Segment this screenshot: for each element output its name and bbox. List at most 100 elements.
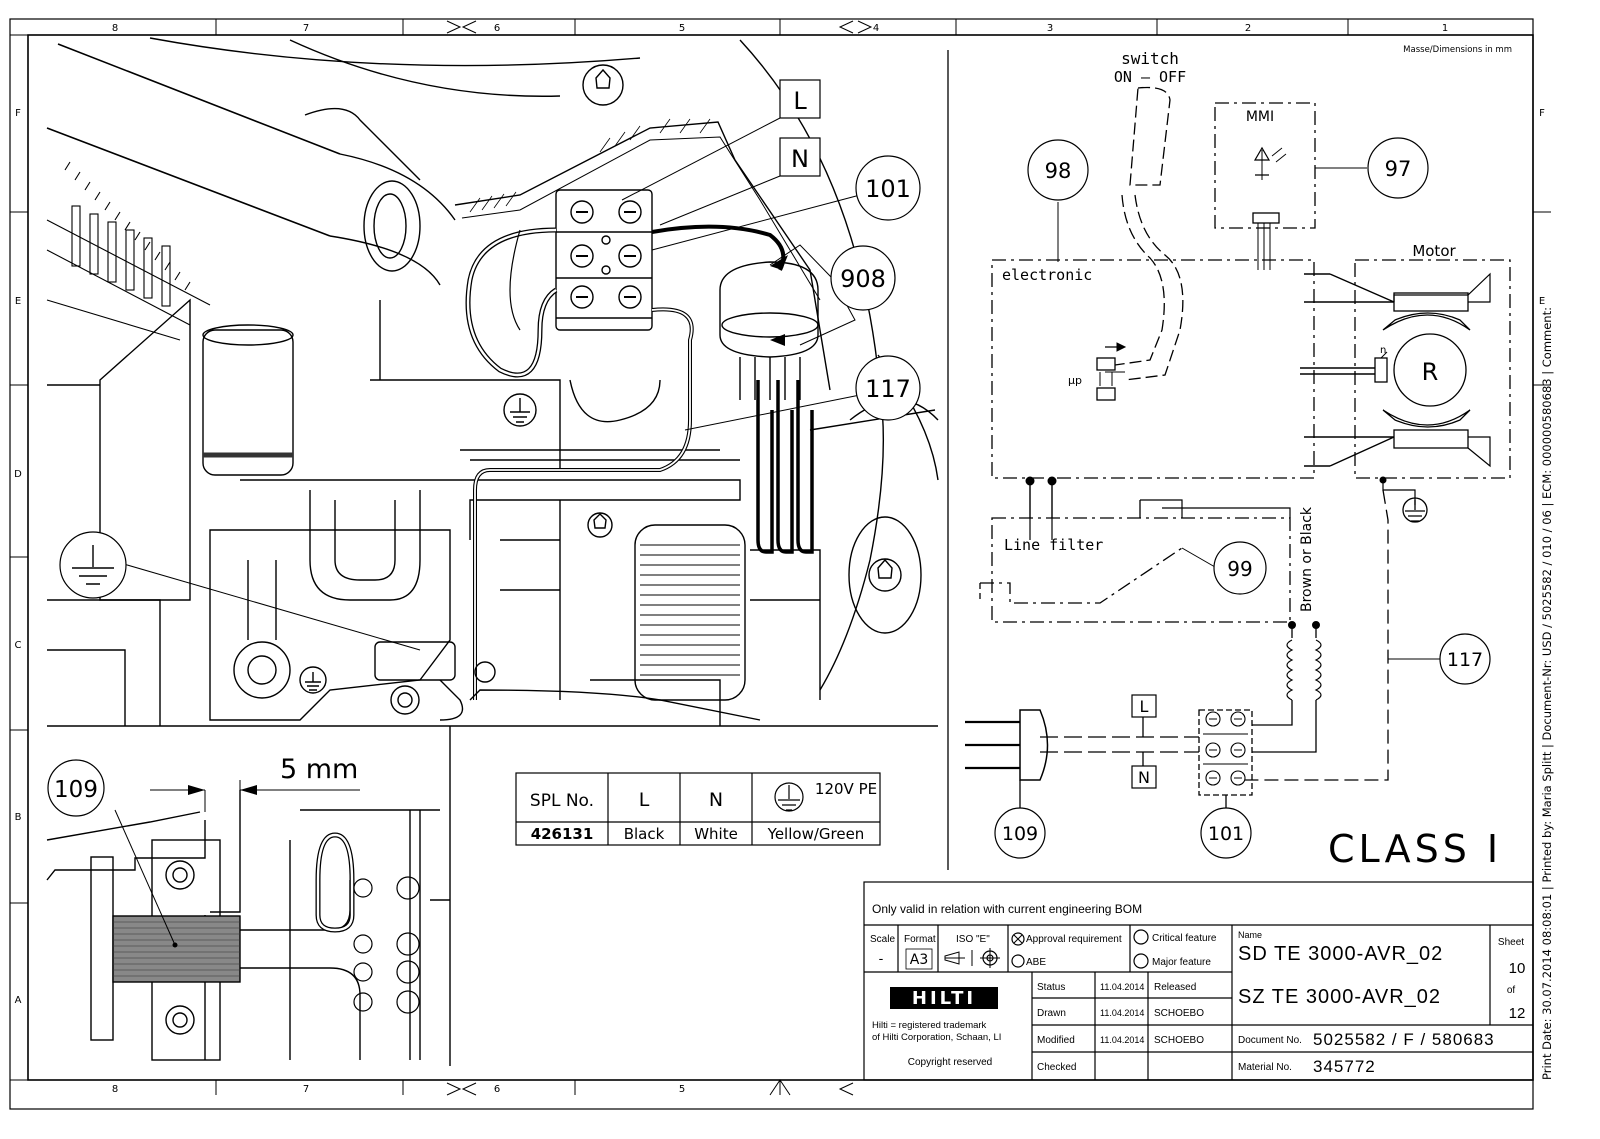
switch-on-off-label: ON – OFF — [1114, 68, 1186, 86]
microprocessor-label: µp — [1068, 374, 1082, 387]
trademark-line-1: Hilti = registered trademark — [872, 1020, 987, 1031]
motor-rotor-label: R — [1422, 358, 1439, 386]
class-label: CLASS I — [1328, 827, 1502, 871]
row-status-label: Status — [1037, 982, 1065, 993]
scale-value: - — [879, 952, 884, 967]
sheet-of-label: of — [1507, 985, 1516, 996]
schematic-labels: switch ON – OFF MMI 98 97 electronic Mot… — [994, 49, 1502, 871]
name-label: Name — [1238, 930, 1262, 940]
spl-table: SPL No. L N 120V PE 426131 Black White Y… — [515, 772, 881, 846]
critical-label: Critical feature — [1152, 933, 1217, 944]
brown-black-label: Brown or Black — [1299, 506, 1315, 612]
svg-text:1: 1 — [1442, 23, 1448, 34]
schematic — [947, 50, 1511, 870]
material-no-value: 345772 — [1313, 1057, 1376, 1076]
callout-97: 97 — [1385, 157, 1412, 181]
motor-label: Motor — [1412, 242, 1456, 260]
svg-text:7: 7 — [303, 1084, 309, 1095]
svg-text:5: 5 — [679, 23, 685, 34]
row-status-value: Released — [1154, 982, 1196, 993]
row-modified-value: SCHOEBO — [1154, 1035, 1204, 1046]
spl-cell-PE: Yellow/Green — [767, 825, 865, 843]
row-modified-date: 11.04.2014 — [1100, 1035, 1144, 1045]
copyright: Copyright reserved — [908, 1057, 992, 1068]
svg-text:C: C — [15, 640, 22, 651]
svg-text:F: F — [1539, 108, 1545, 119]
schematic-N-label: N — [1138, 768, 1150, 787]
svg-text:4: 4 — [873, 23, 879, 34]
spl-header-no: SPL No. — [530, 791, 594, 811]
spl-cell-L: Black — [624, 825, 665, 843]
motor-speed-label: n — [1380, 345, 1386, 356]
dimensions-note: Masse/Dimensions in mm — [1403, 45, 1512, 55]
callout-101-schematic: 101 — [1208, 823, 1244, 845]
row-drawn-date: 11.04.2014 — [1100, 1008, 1144, 1018]
svg-text:F: F — [15, 108, 21, 119]
abe-label: ABE — [1026, 957, 1046, 968]
spl-header-L: L — [639, 789, 650, 811]
zone-labels: 8 7 6 5 4 3 2 1 8 7 6 5 F E D C B A F E — [14, 23, 1545, 1095]
svg-text:8: 8 — [112, 1084, 118, 1095]
svg-text:B: B — [15, 812, 22, 823]
dimension-5mm: 5 mm — [280, 754, 358, 785]
assembly-arrows — [770, 255, 788, 346]
callout-98: 98 — [1045, 159, 1072, 183]
detail-callout-circle — [47, 759, 105, 817]
schematic-arrows — [1025, 342, 1387, 629]
row-status-date: 11.04.2014 — [1100, 982, 1144, 992]
electronic-label: electronic — [1002, 266, 1092, 284]
assembly-callouts: L N 101 908 117 — [59, 79, 921, 599]
line-filter-label: Line filter — [1004, 536, 1103, 554]
name-line-2: SZ TE 3000-AVR_02 — [1238, 986, 1441, 1008]
callout-109-schematic: 109 — [1002, 823, 1038, 845]
document-no-label: Document No. — [1238, 1035, 1302, 1046]
svg-text:7: 7 — [303, 23, 309, 34]
svg-text:2: 2 — [1245, 23, 1251, 34]
callout-908: 908 — [840, 265, 886, 293]
centring-marks — [446, 20, 873, 1096]
format-label: Format — [904, 934, 936, 945]
svg-text:3: 3 — [1047, 23, 1053, 34]
detail-view — [46, 726, 451, 1066]
scale-label: Scale — [870, 934, 895, 945]
title-block: Only valid in relation with current engi… — [863, 881, 1534, 1081]
schematic-L-label: L — [1140, 697, 1149, 716]
major-label: Major feature — [1152, 957, 1211, 968]
iso-label: ISO "E" — [956, 934, 990, 945]
svg-text:HILTI: HILTI — [912, 988, 976, 1009]
material-no-label: Material No. — [1238, 1062, 1292, 1073]
svg-text:D: D — [14, 469, 22, 480]
spl-header-N: N — [709, 789, 723, 811]
schematic-leaders — [1057, 167, 1440, 660]
trademark-line-2: of Hilti Corporation, Schaan, LI — [872, 1032, 1001, 1043]
assembly-view — [46, 37, 939, 727]
callout-99: 99 — [1227, 557, 1252, 581]
row-checked-label: Checked — [1037, 1062, 1076, 1073]
row-drawn-label: Drawn — [1037, 1008, 1066, 1019]
svg-text:E: E — [15, 296, 21, 307]
callout-117-schematic: 117 — [1447, 649, 1483, 671]
svg-text:E: E — [1539, 296, 1545, 307]
dimension-arrows — [172, 785, 257, 948]
hilti-logo: HILTI — [890, 987, 998, 1009]
callout-101: 101 — [865, 175, 911, 203]
callout-L: L — [793, 87, 807, 115]
name-line-1: SD TE 3000-AVR_02 — [1238, 943, 1443, 965]
svg-text:6: 6 — [494, 23, 500, 34]
callout-N: N — [791, 145, 809, 173]
row-modified-label: Modified — [1037, 1035, 1075, 1046]
document-no-value: 5025582 / F / 580683 — [1313, 1030, 1495, 1049]
svg-text:A: A — [15, 995, 22, 1006]
ground-icon — [778, 785, 800, 811]
approval-label: Approval requirement — [1026, 934, 1122, 945]
svg-text:5: 5 — [679, 1084, 685, 1095]
spl-header-120v: 120V PE — [815, 780, 877, 798]
bom-note: Only valid in relation with current engi… — [872, 902, 1142, 916]
svg-text:6: 6 — [494, 1084, 500, 1095]
sheet-total: 12 — [1509, 1005, 1526, 1022]
detail-callout-109: 109 — [54, 777, 98, 803]
format-value: A3 — [910, 952, 928, 968]
callout-117: 117 — [865, 375, 911, 403]
print-info: Print Date: 30.07.2014 08:08:01 | Printe… — [1540, 307, 1554, 1080]
